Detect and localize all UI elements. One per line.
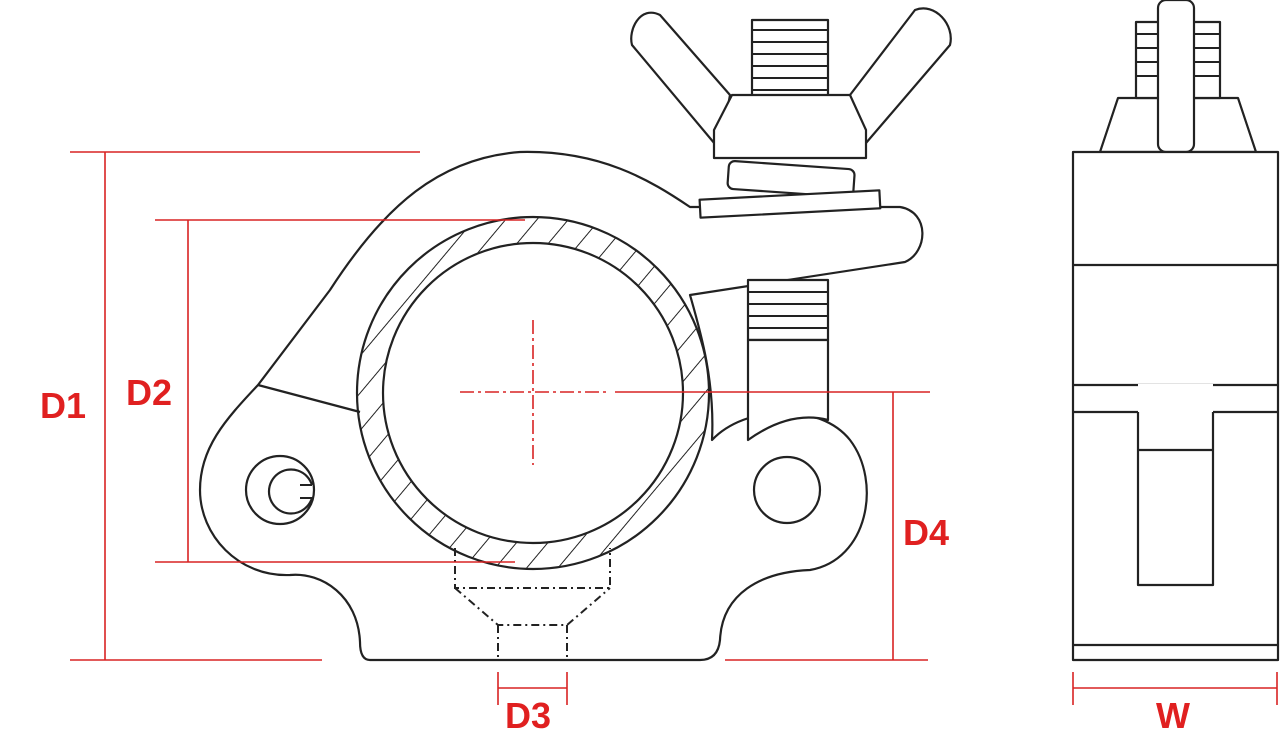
label-d3: D3: [505, 695, 551, 736]
clamp-front-view: [198, 7, 952, 662]
label-d1: D1: [40, 385, 86, 426]
hidden-screw: [454, 548, 611, 660]
right-pin-hole: [752, 455, 822, 525]
bolt: [746, 278, 830, 442]
hinge-line: [257, 383, 361, 414]
tube-bore: [381, 241, 685, 545]
wing-nut: [630, 7, 952, 219]
clamp-side-view: [1071, 0, 1280, 662]
left-pin-hole: [244, 454, 316, 526]
label-w: W: [1156, 695, 1190, 736]
label-d2: D2: [126, 372, 172, 413]
dimension-lines: [70, 151, 1278, 705]
label-d4: D4: [903, 512, 949, 553]
circlip: [267, 468, 314, 515]
